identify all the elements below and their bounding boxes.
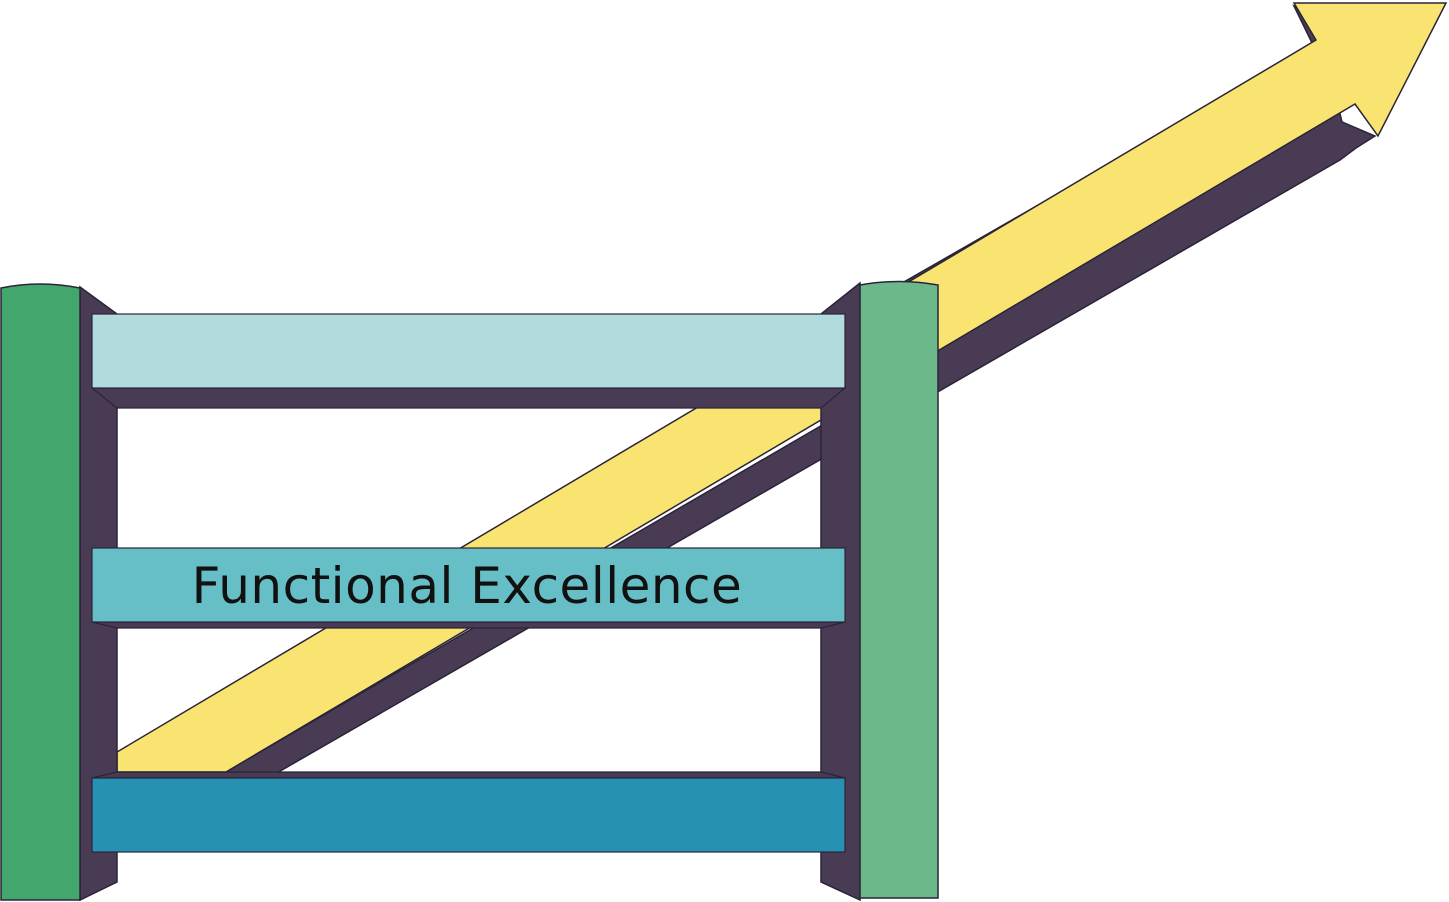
- rail-middle: [91, 547, 846, 623]
- post-left: [0, 283, 81, 901]
- rail-middle-label: Functional Excellence: [192, 557, 743, 615]
- rail-bottom-shadow: [91, 771, 846, 779]
- rail-middle-shadow: [91, 621, 846, 629]
- rail-bottom: [91, 777, 846, 853]
- rail-top-shadow: [90, 387, 847, 409]
- rail-top: [91, 313, 846, 389]
- post-right: [859, 280, 939, 899]
